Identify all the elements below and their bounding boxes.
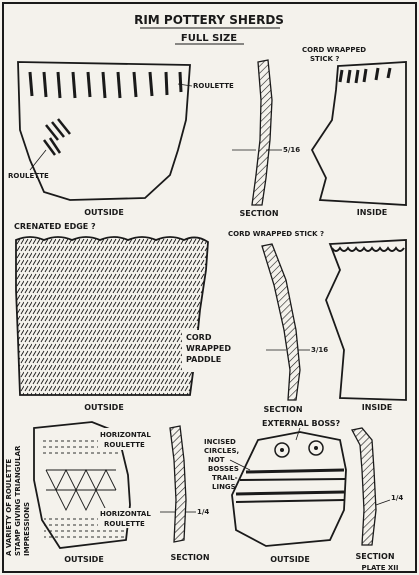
label-horizontal-bottom-1: HORIZONTAL (100, 510, 151, 518)
thickness-1: 5/16 (283, 146, 300, 154)
roulette-marks-top (28, 71, 183, 99)
label-variety-2: STAMP GIVING TRIANGULAR (14, 445, 22, 556)
cord-marks-inside-2 (331, 246, 405, 252)
label-cord-wrapped-stick: CORD WRAPPED STICK ? (228, 230, 324, 238)
plate-number: PLATE XII (361, 564, 398, 572)
thickness-3-left: 1/4 (197, 508, 209, 516)
label-section-2: SECTION (263, 405, 302, 414)
trailing-bands (235, 468, 346, 503)
label-outside-3: OUTSIDE (64, 555, 104, 564)
section-3-left (169, 425, 187, 543)
label-cord-paddle-3: PADDLE (186, 355, 221, 364)
label-horizontal-top-2: ROULETTE (104, 441, 145, 449)
thickness-2: 3/16 (311, 346, 328, 354)
label-horizontal-top-1: HORIZONTAL (100, 431, 151, 439)
label-outside-1: OUTSIDE (84, 208, 124, 217)
label-crenated-edge: CRENATED EDGE ? (14, 222, 96, 231)
label-incised-3: NOT (208, 456, 225, 464)
sherd-2-outside (15, 236, 209, 396)
sherd-3-outside (33, 421, 131, 549)
section-1 (251, 59, 273, 206)
thickness-3-right: 1/4 (391, 494, 403, 502)
sherd-3-bosses (231, 431, 347, 547)
label-variety-3: IMPRESSIONS (23, 502, 31, 556)
section-2 (261, 243, 301, 401)
label-incised-4: BOSSES (208, 465, 239, 473)
incised-circle-2 (308, 440, 324, 456)
label-incised-6: LINGS (212, 483, 236, 491)
sherd-1-outside (17, 61, 191, 201)
label-incised-5: TRAIL- (212, 474, 238, 482)
section-3-right (351, 427, 377, 546)
label-cord-paddle-2: WRAPPED (186, 344, 231, 353)
triangular-impressions (45, 468, 117, 512)
label-cord-paddle-1: CORD (186, 333, 212, 342)
sherd-2-inside (325, 239, 407, 401)
label-roulette-side: ROULETTE (8, 172, 49, 180)
label-section-1: SECTION (239, 209, 278, 218)
label-external-boss: EXTERNAL BOSS? (262, 419, 341, 428)
label-roulette-top: ROULETTE (193, 82, 234, 90)
label-section-3-left: SECTION (170, 553, 209, 562)
incised-circle-1 (274, 442, 290, 458)
cord-marks-inside-1 (338, 67, 392, 84)
roulette-marks-diagonal (42, 118, 71, 156)
label-inside-2: INSIDE (362, 403, 393, 412)
sherd-1-inside (310, 61, 407, 206)
plate-title: RIM POTTERY SHERDS (134, 13, 284, 27)
label-cord-wrapped-2: STICK ? (310, 55, 339, 63)
label-outside-4: OUTSIDE (270, 555, 310, 564)
label-horizontal-bottom-2: ROULETTE (104, 520, 145, 528)
label-section-3-right: SECTION (355, 552, 394, 561)
label-incised-1: INCISED (204, 438, 236, 446)
label-incised-2: CIRCLES, (204, 447, 239, 455)
label-variety-1: A VARIETY OF ROULETTE (5, 459, 13, 556)
plate-subtitle: FULL SIZE (181, 33, 237, 44)
label-cord-wrapped-1: CORD WRAPPED (302, 46, 366, 54)
label-outside-2: OUTSIDE (84, 403, 124, 412)
label-inside-1: INSIDE (357, 208, 388, 217)
